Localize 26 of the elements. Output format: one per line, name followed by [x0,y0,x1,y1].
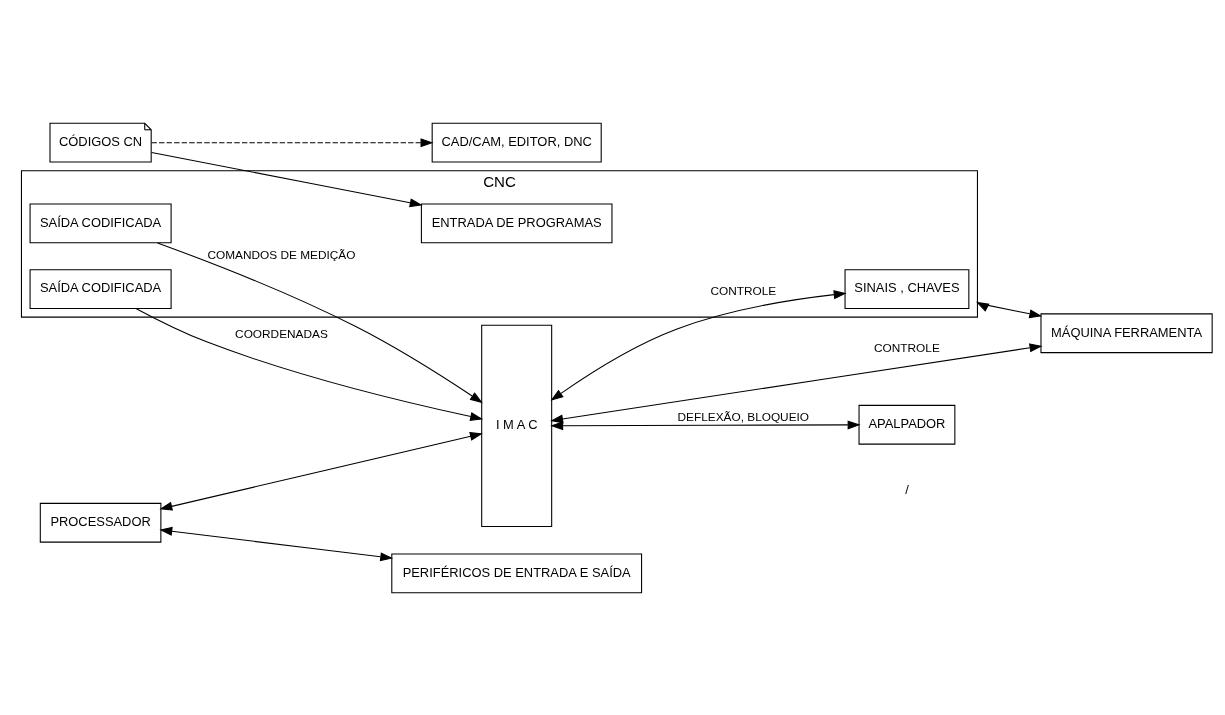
node-box: CAD/CAM, EDITOR, DNC [431,122,602,163]
node-box: ENTRADA DE PROGRAMAS [420,203,613,243]
node-box: PROCESSADOR [39,502,162,543]
arrow [550,289,847,401]
arrow [159,431,483,511]
arrow [151,151,423,207]
edge-label: DEFLEXÃO, BLOQUEIO [677,409,810,424]
node-box: SINAIS , CHAVES [844,268,970,309]
node-box: SAÍDA CODIFICADA [29,203,172,243]
node-box: SAÍDA CODIFICADA [29,268,172,309]
node-box: MÁQUINA FERRAMENTA [1040,312,1213,353]
arrow [159,526,394,561]
arrow [151,137,434,147]
arrow [550,419,861,430]
edge-label: COMANDOS DE MEDIÇÃO [207,247,356,262]
arrow [976,301,1043,318]
label: / [905,481,909,497]
edge-label: COORDENADAS [235,326,328,341]
edge-label: CONTROLE [710,283,777,298]
arrow [550,342,1043,423]
node-box: PERIFÉRICOS DE ENTRADA E SAÍDA [391,552,643,593]
node-box: APALPADOR [858,404,956,445]
arrow [135,307,484,421]
arrow [156,241,483,403]
node-box: I M A C [481,324,553,527]
edge-label: CONTROLE [874,340,940,355]
